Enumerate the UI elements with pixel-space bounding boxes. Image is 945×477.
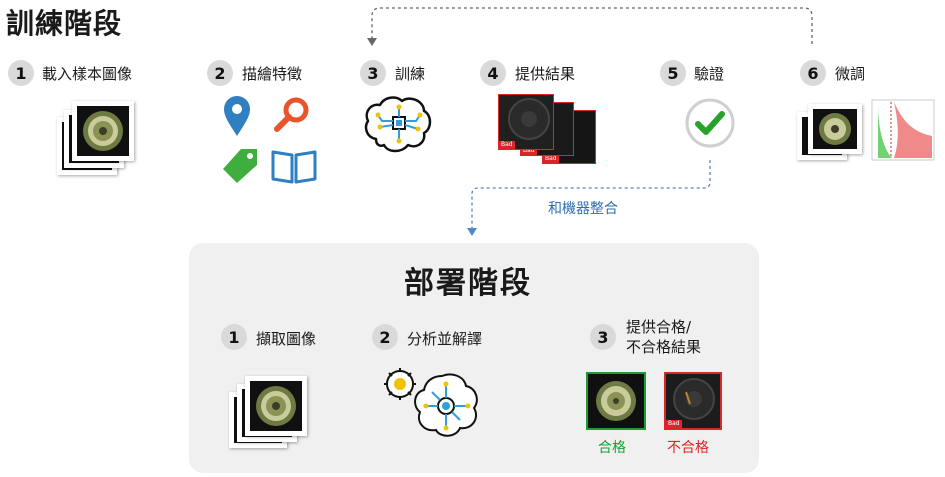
- deploy-step-badge-1: 1: [221, 324, 247, 350]
- fail-image: Bad: [664, 372, 722, 430]
- step-badge-2: 2: [207, 60, 233, 86]
- defect-disc-icon: [508, 98, 550, 140]
- deploy-step-label-analyze: 分析並解譯: [407, 330, 483, 348]
- pass-image: [586, 372, 646, 430]
- fail-label: 不合格: [667, 440, 709, 456]
- brain-circuit-icon: [364, 96, 432, 153]
- book-icon: [271, 150, 317, 184]
- deploy-step-label-results: 提供合格/ 不合格結果: [626, 317, 701, 357]
- tag-icon: [223, 149, 257, 183]
- bad-tag: Bad: [543, 155, 559, 163]
- deploy-step-label-capture: 擷取圖像: [256, 330, 317, 348]
- bad-tag: Bad: [666, 420, 682, 428]
- disc-image-icon: [83, 111, 123, 151]
- map-pin-icon: [224, 96, 250, 136]
- step-label-provide-results: 提供結果: [515, 65, 576, 83]
- step-label-load-samples: 載入樣本圖像: [42, 65, 133, 83]
- deploy-step-label-line2: 不合格結果: [626, 338, 702, 356]
- check-circle-icon: [685, 98, 735, 148]
- defect-disc-icon: [673, 378, 715, 420]
- deploy-step-label-line1: 提供合格/: [626, 318, 692, 336]
- deploy-step-badge-2: 2: [372, 324, 398, 350]
- step-label-annotate-features: 描繪特徵: [242, 65, 303, 83]
- step-label-train: 訓練: [395, 65, 426, 83]
- step-label-fine-tune: 微調: [835, 65, 866, 83]
- gears-circuit-icon: [384, 368, 478, 437]
- tuning-curve-icon: [871, 99, 935, 161]
- step-badge-1: 1: [8, 60, 34, 86]
- deployment-title: 部署階段: [404, 266, 532, 301]
- training-title: 訓練階段: [6, 7, 123, 40]
- deploy-step-badge-3: 3: [590, 324, 616, 350]
- integrate-label: 和機器整合: [548, 201, 618, 217]
- bad-tag: Bad: [499, 141, 515, 149]
- disc-image-icon: [819, 113, 851, 145]
- search-icon: [274, 97, 309, 132]
- step-badge-6: 6: [800, 60, 826, 86]
- step-badge-4: 4: [480, 60, 506, 86]
- step-label-validate: 驗證: [694, 65, 725, 83]
- step-badge-3: 3: [360, 60, 386, 86]
- step-badge-5: 5: [660, 60, 686, 86]
- disc-image-icon: [256, 386, 296, 426]
- disc-image-icon: [596, 381, 636, 421]
- pass-label: 合格: [598, 440, 626, 456]
- bad-tag: Bad: [521, 147, 537, 155]
